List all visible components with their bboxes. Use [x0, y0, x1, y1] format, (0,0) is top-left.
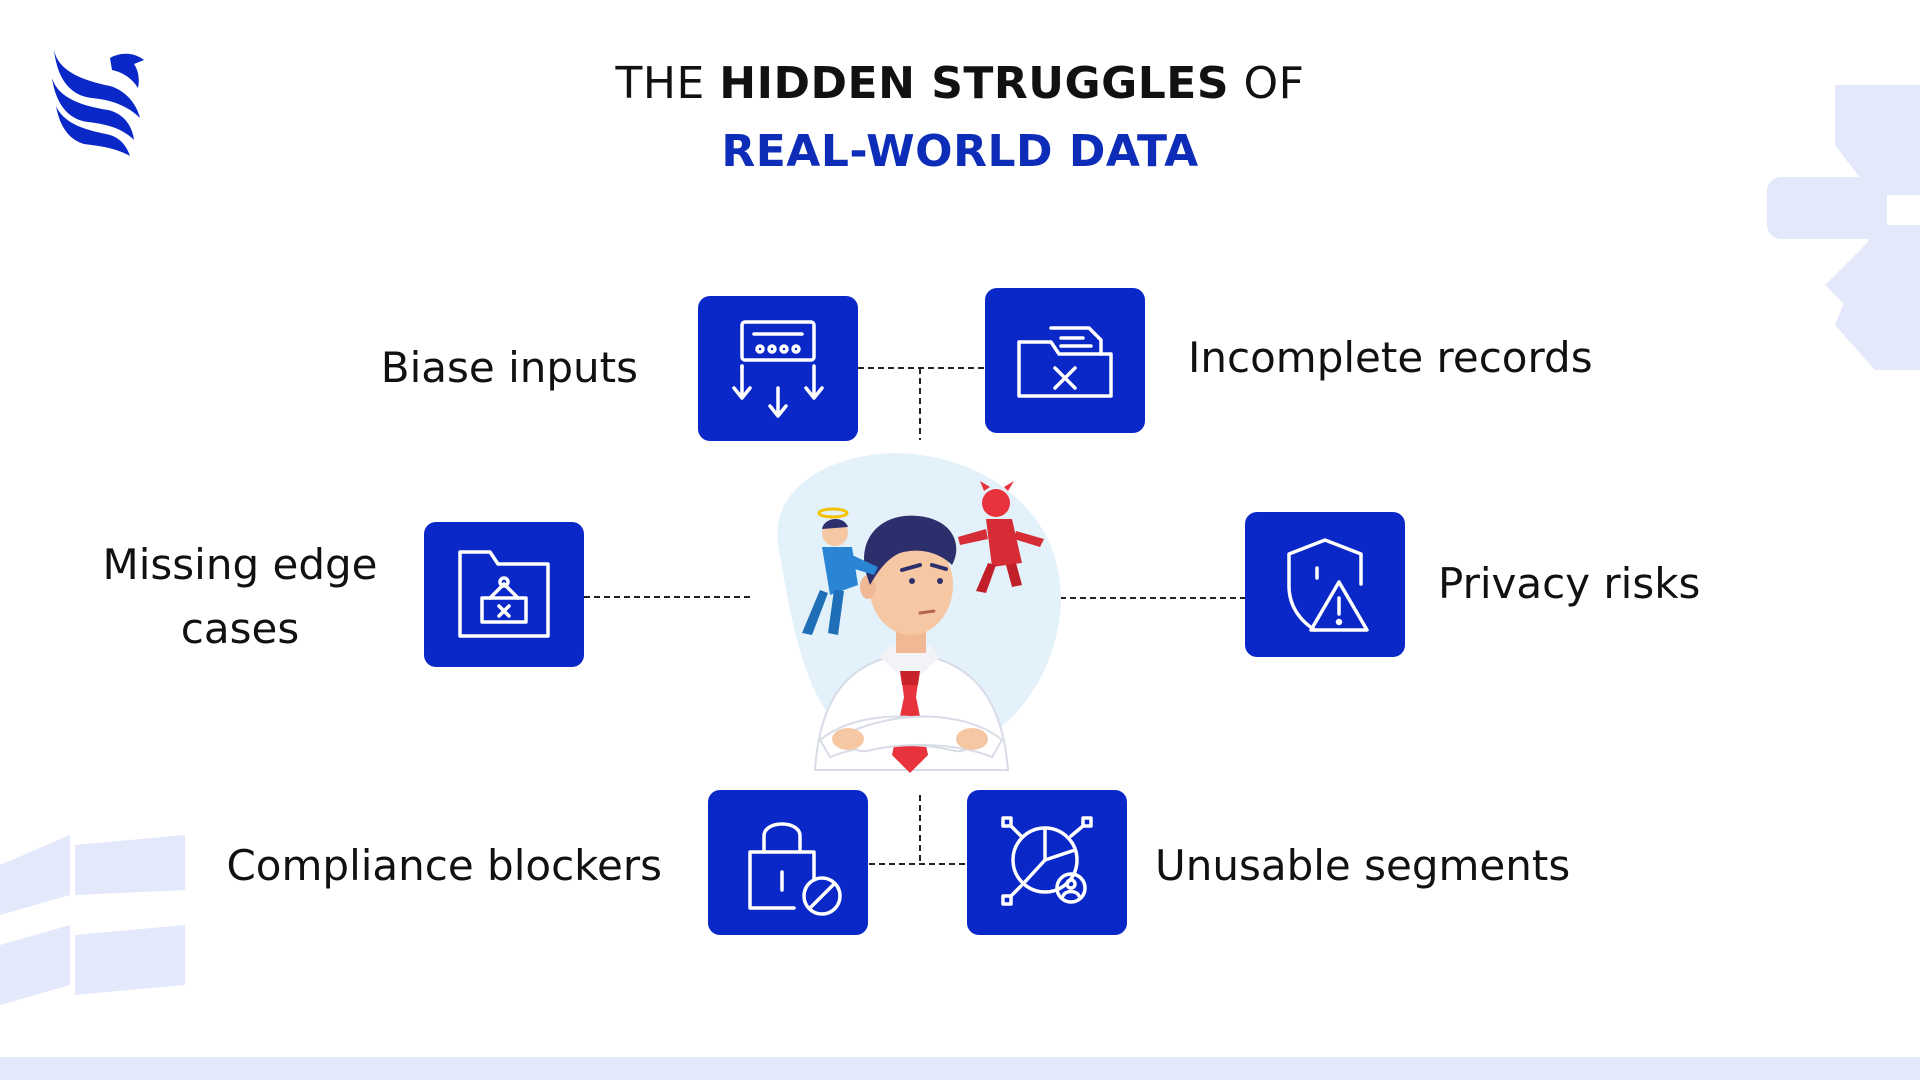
incomplete-records-icon-box [985, 288, 1145, 433]
title-emphasis: HIDDEN STRUGGLES [719, 58, 1230, 109]
title-suffix: OF [1243, 58, 1305, 109]
missing-edge-cases-icon-box [424, 522, 584, 667]
decorative-chevrons-right [1767, 85, 1920, 370]
label-incomplete-records: Incomplete records [1188, 333, 1593, 382]
pie-segment-icon [1001, 816, 1093, 906]
form-download-icon [732, 320, 824, 418]
folder-warning-icon [458, 550, 550, 638]
label-missing-edge-cases: Missing edge cases [90, 533, 390, 661]
folder-x-icon [1017, 326, 1113, 398]
privacy-risks-icon-box [1245, 512, 1405, 657]
decorative-waves-left [0, 835, 185, 1005]
label-biase-inputs: Biase inputs [380, 343, 638, 392]
label-missing-edge-cases-line-1: Missing edge [102, 540, 378, 589]
label-compliance-blockers: Compliance blockers [226, 841, 662, 890]
eagle-logo-icon [52, 50, 144, 156]
lock-blocked-icon [748, 822, 842, 916]
shield-alert-icon [1287, 538, 1369, 632]
title-line-1: THE HIDDEN STRUGGLES OF [0, 62, 1920, 106]
bottom-band [0, 1057, 1920, 1080]
title-line-2: REAL-WORLD DATA [721, 126, 1199, 177]
page-title: THE HIDDEN STRUGGLES OF REAL-WORLD DATA [0, 62, 1920, 174]
unusable-segments-icon-box [967, 790, 1127, 935]
label-privacy-risks: Privacy risks [1438, 559, 1701, 608]
label-unusable-segments: Unusable segments [1155, 841, 1571, 890]
compliance-blockers-icon-box [708, 790, 868, 935]
label-missing-edge-cases-line-2: cases [180, 604, 300, 653]
confused-businessman-illustration [777, 453, 1061, 773]
title-prefix: THE [615, 58, 705, 109]
biase-inputs-icon-box [698, 296, 858, 441]
